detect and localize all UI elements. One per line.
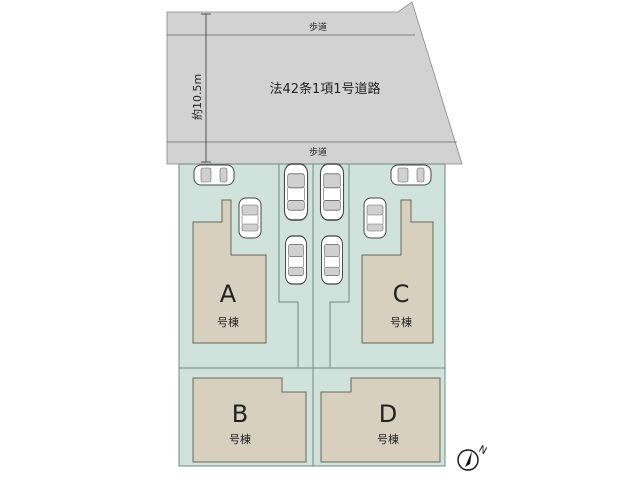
car-icon	[320, 235, 344, 285]
building-d-letter: D	[379, 400, 397, 428]
road-area	[166, 1, 463, 165]
building-b	[192, 377, 307, 463]
building-b-suffix: 号棟	[229, 432, 251, 446]
driveway-left	[278, 164, 299, 368]
building-d	[320, 377, 441, 463]
car-icon	[363, 197, 387, 239]
north-compass-icon: N	[457, 444, 489, 471]
building-a-letter: A	[220, 280, 237, 308]
building-c-suffix: 号棟	[390, 315, 412, 329]
building-c	[361, 199, 434, 344]
car-icon	[390, 164, 432, 186]
car-icon	[284, 235, 308, 285]
road-width-label: 約10.5m	[190, 74, 204, 120]
building-b-letter: B	[232, 400, 248, 428]
car-icon	[238, 197, 262, 239]
road-label: 法42条1項1号道路	[269, 81, 380, 97]
sidewalk-bottom-label: 歩道	[309, 146, 327, 158]
car-icon	[319, 163, 345, 221]
driveway-right	[329, 164, 350, 368]
building-c-letter: C	[393, 280, 410, 308]
building-a	[192, 199, 267, 344]
north-label: N	[477, 444, 489, 457]
car-icon	[193, 164, 235, 186]
sidewalk-top-label: 歩道	[309, 21, 327, 33]
car-icon	[283, 163, 309, 221]
building-a-suffix: 号棟	[217, 315, 239, 329]
building-d-suffix: 号棟	[377, 432, 399, 446]
